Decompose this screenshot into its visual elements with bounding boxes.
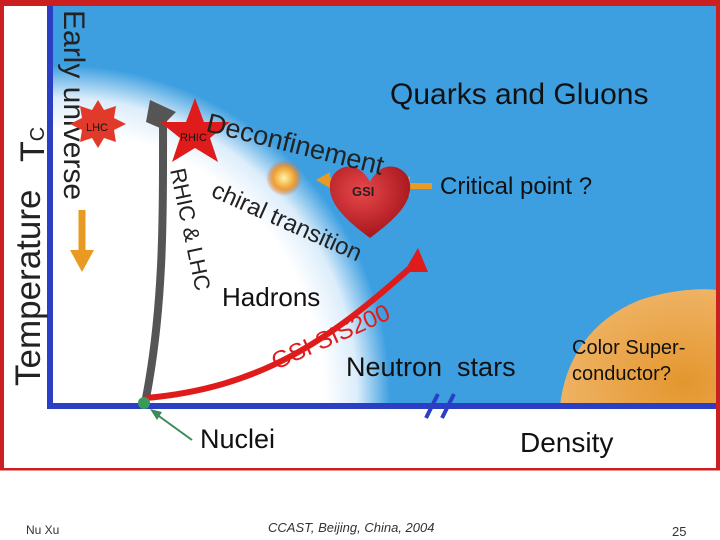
nuclei-label: Nuclei bbox=[200, 424, 275, 454]
quarks-gluons-label: Quarks and Gluons bbox=[390, 78, 648, 111]
superconductor-region bbox=[560, 289, 716, 406]
hadrons-label: Hadrons bbox=[222, 282, 320, 312]
gsi-arrow bbox=[145, 265, 413, 401]
rhic-lhc-arrow bbox=[142, 117, 168, 399]
y-axis-label: Temperature bbox=[9, 190, 48, 386]
rhic-star-icon bbox=[160, 98, 230, 162]
axis-break-2 bbox=[440, 393, 456, 419]
x-axis-label: Density bbox=[520, 427, 613, 458]
early-universe-arrowhead bbox=[70, 250, 94, 272]
footer-author: Nu Xu bbox=[26, 523, 60, 537]
early-universe-label: Early universe bbox=[57, 10, 90, 200]
nuclei-pointer bbox=[155, 413, 193, 441]
gsi-arrowhead bbox=[404, 248, 428, 272]
critical-point-label: Critical point ? bbox=[440, 173, 592, 200]
nuclei-pointer-head bbox=[150, 409, 162, 420]
lhc-badge-label: LHC bbox=[86, 122, 108, 134]
footer-page-number: 25 bbox=[672, 524, 687, 539]
color-superconductor-label-2: conductor? bbox=[572, 363, 671, 385]
lower-panel bbox=[50, 406, 716, 468]
fireball-icon bbox=[266, 160, 302, 196]
color-superconductor-label-1: Color Super- bbox=[572, 337, 685, 359]
fireball-arrowhead bbox=[316, 172, 330, 188]
tc-label: TC bbox=[14, 127, 52, 162]
footer-event: CCAST, Beijing, China, 2004 bbox=[268, 520, 435, 535]
nuclei-dot bbox=[138, 397, 150, 409]
gsi-badge-label: GSI bbox=[352, 184, 374, 199]
gsi-heart-icon bbox=[329, 166, 411, 238]
lhc-star-icon bbox=[70, 100, 126, 148]
left-panel bbox=[4, 6, 50, 468]
neutron-stars-label: Neutron stars bbox=[346, 352, 516, 382]
axis-break-1 bbox=[424, 393, 440, 419]
rhic-lhc-arrowhead bbox=[146, 100, 176, 128]
rhic-badge-label: RHIC bbox=[180, 132, 207, 144]
